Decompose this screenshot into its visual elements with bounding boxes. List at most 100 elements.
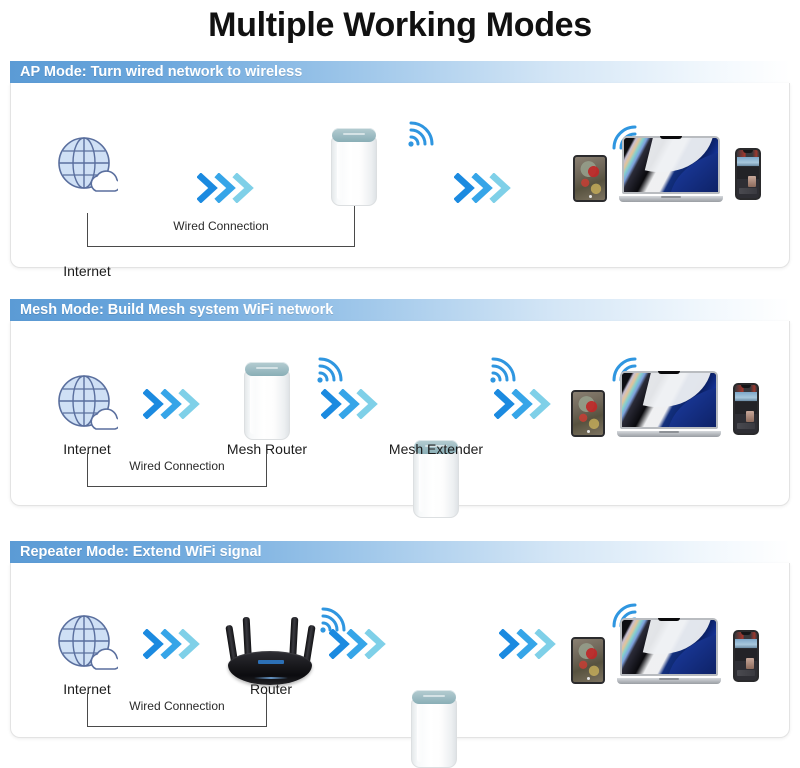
- laptop-base: [617, 678, 721, 684]
- device-sheen: [337, 142, 343, 200]
- section-ap-mode: AP Mode: Turn wired network to wireless …: [10, 61, 790, 279]
- tablet-wallpaper: [573, 639, 603, 682]
- node-label-mesh-extender: Mesh Extender: [388, 441, 484, 457]
- laptop-hinge: [659, 678, 679, 680]
- phone-notch: [741, 385, 751, 388]
- globe-icon: [56, 373, 121, 440]
- wifi-signal-icon: [489, 353, 523, 388]
- phone-tab-bar: [737, 670, 755, 676]
- client-devices-group: [573, 136, 761, 202]
- laptop-base: [617, 431, 721, 437]
- wifi-signal-icon-svg: [490, 357, 516, 383]
- laptop-lid: [622, 136, 720, 194]
- phone-thumbnail: [748, 176, 756, 188]
- globe-icon-svg: [58, 137, 121, 192]
- section-body-ap-mode: Internet: [10, 83, 790, 279]
- phone-device: [735, 148, 761, 200]
- chevrons-right-icon: [453, 172, 516, 208]
- node-label-internet: Internet: [63, 441, 111, 457]
- phone-notch: [741, 632, 751, 635]
- node-label-router: Router: [249, 681, 293, 697]
- wired-drop-line-left: [87, 693, 88, 713]
- device-sheen: [250, 376, 256, 434]
- laptop-notch: [658, 371, 680, 374]
- chevrons-right-icon: [196, 172, 259, 208]
- phone-notch: [743, 150, 753, 153]
- chevrons-right-icon-svg: [453, 172, 511, 204]
- laptop-base: [619, 196, 723, 202]
- tablet-wallpaper: [575, 157, 605, 200]
- laptop-device: [617, 618, 721, 684]
- chevrons-right-icon: [320, 388, 383, 424]
- phone-tab-bar: [739, 188, 757, 194]
- section-mesh-mode: Mesh Mode: Build Mesh system WiFi networ…: [10, 299, 790, 518]
- wireless-router-device: [222, 613, 318, 685]
- device-cap-line: [256, 367, 278, 369]
- wired-drop-line-right: [354, 206, 355, 237]
- node-label-internet: Internet: [63, 681, 111, 697]
- laptop-device: [617, 371, 721, 437]
- tablet-device: [573, 155, 607, 202]
- wired-drop-line-left: [87, 213, 88, 237]
- wired-drop-line-right: [266, 453, 267, 473]
- wired-connection-label: Wired Connection: [88, 458, 266, 474]
- laptop-lid: [620, 371, 718, 429]
- device-cap-line: [343, 133, 365, 135]
- tablet-home-indicator: [586, 677, 590, 680]
- section-body-repeater-mode: Internet Router: [10, 563, 790, 768]
- chevrons-right-icon-svg: [498, 628, 556, 660]
- globe-icon-svg: [58, 375, 121, 430]
- chevrons-right-icon-svg: [493, 388, 551, 420]
- wired-drop-line-right: [266, 693, 267, 713]
- router-led-strip: [254, 677, 288, 679]
- phone-device: [733, 383, 759, 435]
- section-body-mesh-mode: Internet Mesh Router: [10, 321, 790, 518]
- laptop-hinge: [659, 431, 679, 433]
- device-cap: [412, 690, 456, 704]
- section-header-ap-mode: AP Mode: Turn wired network to wireless: [10, 61, 790, 83]
- router-logo: [258, 660, 284, 664]
- laptop-lid: [620, 618, 718, 676]
- laptop-notch: [660, 136, 682, 139]
- laptop-device: [619, 136, 723, 202]
- router-base: [228, 651, 312, 685]
- device-sheen: [419, 454, 425, 512]
- globe-icon: [56, 613, 121, 680]
- wired-drop-line-left: [87, 453, 88, 473]
- wired-connection-bracket: Wired Connection: [87, 698, 267, 727]
- tablet-device: [571, 390, 605, 437]
- client-devices-group: [571, 371, 759, 437]
- section-header-mesh-mode: Mesh Mode: Build Mesh system WiFi networ…: [10, 299, 790, 321]
- wifi-signal-icon-svg: [408, 121, 434, 147]
- wifi-signal-icon-svg: [320, 607, 346, 633]
- mesh-router-device: [244, 362, 290, 440]
- phone-status-bar: [735, 385, 757, 392]
- node-label-internet: Internet: [63, 263, 111, 279]
- wired-connection-bracket: Wired Connection: [87, 458, 267, 487]
- section-header-repeater-mode: Repeater Mode: Extend WiFi signal: [10, 541, 790, 563]
- laptop-notch: [658, 618, 680, 621]
- device-cap: [414, 440, 458, 454]
- wired-connection-label: Wired Connection: [88, 218, 354, 234]
- wifi-signal-icon: [316, 353, 350, 388]
- chevrons-right-icon: [498, 628, 561, 664]
- device-cap-line: [423, 695, 445, 697]
- device-sheen: [417, 704, 423, 762]
- page-title: Multiple Working Modes: [208, 6, 592, 44]
- chevrons-right-icon-svg: [320, 388, 378, 420]
- wired-connection-label: Wired Connection: [88, 698, 266, 714]
- wifi-signal-icon: [407, 117, 441, 152]
- section-repeater-mode: Repeater Mode: Extend WiFi signal Intern…: [10, 541, 790, 768]
- wifi-signal-icon-svg: [317, 357, 343, 383]
- phone-status-bar: [735, 632, 757, 639]
- phone-tab-bar: [737, 423, 755, 429]
- globe-icon-svg: [58, 615, 121, 670]
- chevrons-right-icon-svg: [142, 628, 200, 660]
- tablet-wallpaper: [573, 392, 603, 435]
- client-devices-group: [571, 618, 759, 684]
- access-point-device: [331, 128, 377, 206]
- tablet-device: [571, 637, 605, 684]
- tablet-home-indicator: [586, 430, 590, 433]
- repeater-device: [411, 690, 457, 768]
- phone-thumbnail: [746, 658, 754, 670]
